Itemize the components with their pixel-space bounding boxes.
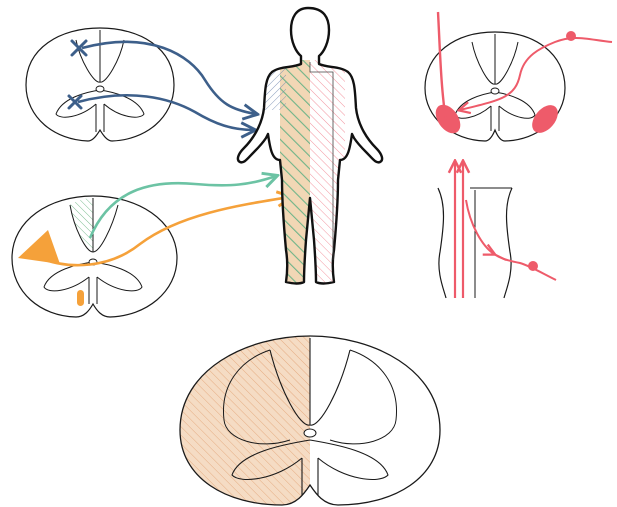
cord-left-border: [438, 188, 446, 298]
cord-lesion-mid-left: [12, 176, 290, 317]
central-canal: [491, 88, 499, 94]
cord-longitudinal-right: [438, 162, 556, 298]
anterior-horn-lesion: [77, 290, 84, 306]
cord-hemisection-bottom: [180, 336, 440, 505]
central-canal: [96, 86, 104, 92]
body-outline-center: [238, 8, 382, 290]
dot-icon: [566, 31, 576, 41]
cord-right-border: [504, 188, 512, 298]
dot-icon: [528, 261, 538, 271]
cord-lesion-top-left: [26, 28, 256, 141]
central-canal: [304, 429, 316, 437]
gray-matter-dorsal-right: [330, 350, 397, 444]
cord-sensory-top-right: [425, 12, 612, 141]
sensory-input-lower-head: [494, 254, 506, 260]
